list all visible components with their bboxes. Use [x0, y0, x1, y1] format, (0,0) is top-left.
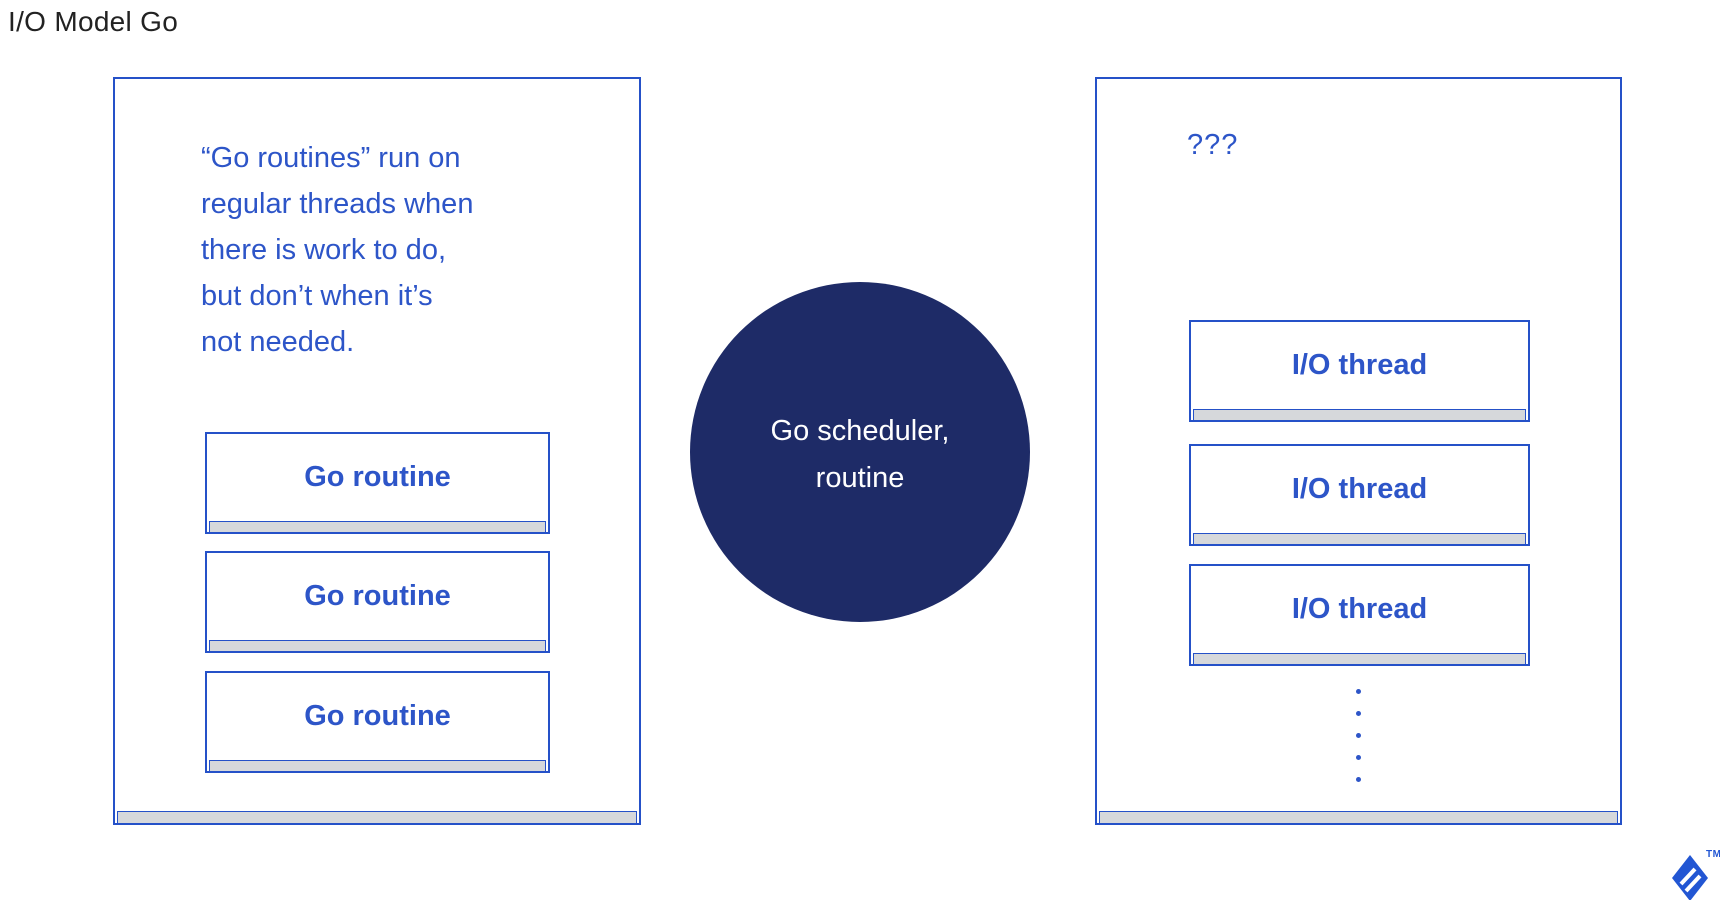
dot	[1356, 689, 1361, 694]
io-thread-label: I/O thread	[1291, 592, 1428, 625]
go-routine-box: Go routine	[205, 432, 550, 534]
panel-shadow-strip	[1099, 811, 1618, 823]
box-shadow-strip	[209, 760, 546, 771]
description-line: “Go routines” run on	[201, 142, 461, 174]
go-routines-panel: “Go routines” run on regular threads whe…	[113, 77, 641, 825]
scheduler-label-line: Go scheduler,	[770, 415, 950, 447]
toptal-logo: TM	[1670, 849, 1720, 900]
go-routine-label: Go routine	[304, 460, 451, 493]
question-marks-label: ???	[1187, 129, 1239, 161]
go-routine-label: Go routine	[304, 579, 451, 612]
go-routine-box: Go routine	[205, 551, 550, 653]
io-threads-panel: ??? I/O thread I/O thread I/O thread	[1095, 77, 1622, 825]
dot	[1356, 755, 1361, 760]
page-title: I/O Model Go	[8, 6, 179, 37]
dot	[1356, 777, 1361, 782]
io-thread-label: I/O thread	[1291, 472, 1428, 505]
toptal-logo-icon	[1672, 855, 1708, 900]
io-thread-label: I/O thread	[1291, 348, 1428, 381]
go-routine-box: Go routine	[205, 671, 550, 773]
description-line: but don’t when it’s	[201, 280, 433, 312]
go-scheduler-circle: Go scheduler, routine	[690, 282, 1030, 622]
box-shadow-strip	[1193, 653, 1526, 664]
dots-column	[1097, 689, 1620, 782]
scheduler-label-line: routine	[815, 462, 905, 494]
go-routines-description: “Go routines” run on regular threads whe…	[201, 135, 473, 365]
description-line: not needed.	[201, 326, 355, 358]
io-thread-box: I/O thread	[1189, 320, 1530, 422]
box-shadow-strip	[209, 640, 546, 651]
io-thread-box: I/O thread	[1189, 444, 1530, 546]
go-routine-label: Go routine	[304, 699, 451, 732]
box-shadow-strip	[1193, 533, 1526, 544]
description-line: there is work to do,	[201, 234, 446, 266]
description-line: regular threads when	[201, 188, 474, 220]
dot	[1356, 733, 1361, 738]
trademark-label: TM	[1706, 849, 1720, 860]
box-shadow-strip	[209, 521, 546, 532]
dot	[1356, 711, 1361, 716]
io-thread-box: I/O thread	[1189, 564, 1530, 666]
box-shadow-strip	[1193, 409, 1526, 420]
panel-shadow-strip	[117, 811, 637, 823]
